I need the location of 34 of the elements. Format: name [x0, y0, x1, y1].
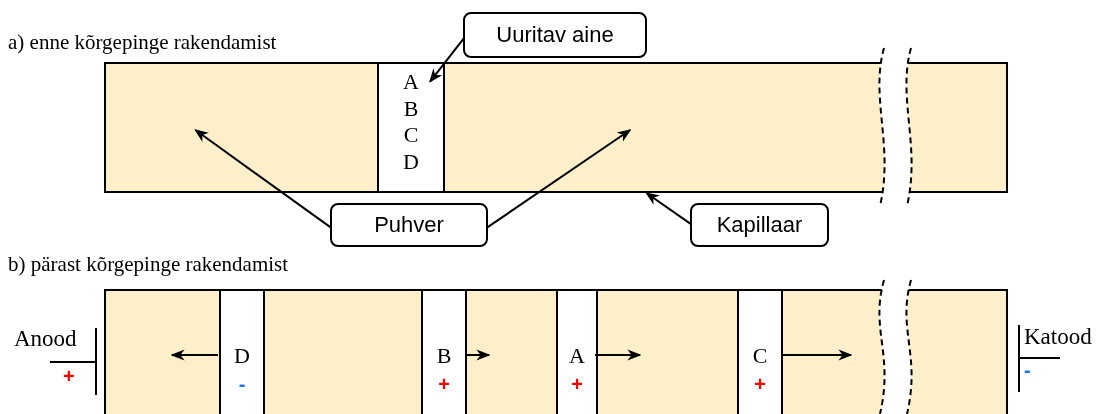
ion-zone — [421, 289, 467, 414]
callout-label: Uuritav aine — [463, 12, 647, 58]
charge-sign: + — [437, 374, 451, 394]
electrode-label: Anood — [14, 326, 77, 352]
ion-zone — [219, 289, 265, 414]
buffer-region — [445, 64, 1006, 191]
leader-line — [486, 129, 632, 229]
electrode-label: Katood — [1024, 324, 1092, 350]
zone-letter: B — [402, 95, 420, 122]
leader-line — [429, 37, 465, 83]
charge-sign: - — [1024, 360, 1031, 380]
zone-letter: C — [402, 122, 420, 148]
callout-label: Kapillaar — [690, 203, 829, 247]
zone-letter: B — [435, 343, 453, 369]
sample-zone — [377, 62, 445, 193]
buffer-region — [106, 64, 377, 191]
ion-zone — [737, 289, 783, 414]
zone-letter: D — [402, 148, 420, 175]
zone-letter: A — [568, 343, 586, 369]
leader-line — [194, 129, 332, 229]
leader-line — [645, 192, 692, 226]
callout-label: Puhver — [330, 203, 488, 247]
capillary-tube — [104, 62, 1008, 193]
caption-text: a) enne kõrgepinge rakendamist — [8, 30, 277, 55]
charge-sign: + — [753, 374, 767, 394]
caption-text: b) pärast kõrgepinge rakendamist — [8, 252, 289, 277]
zone-letter: A — [402, 69, 420, 95]
ion-zone — [556, 289, 598, 414]
charge-sign: - — [237, 374, 247, 394]
zone-letter: C — [751, 343, 769, 369]
charge-sign: + — [570, 374, 584, 394]
capillary-tube — [104, 289, 1008, 414]
zone-letter: D — [233, 343, 251, 369]
charge-sign: + — [63, 366, 75, 386]
